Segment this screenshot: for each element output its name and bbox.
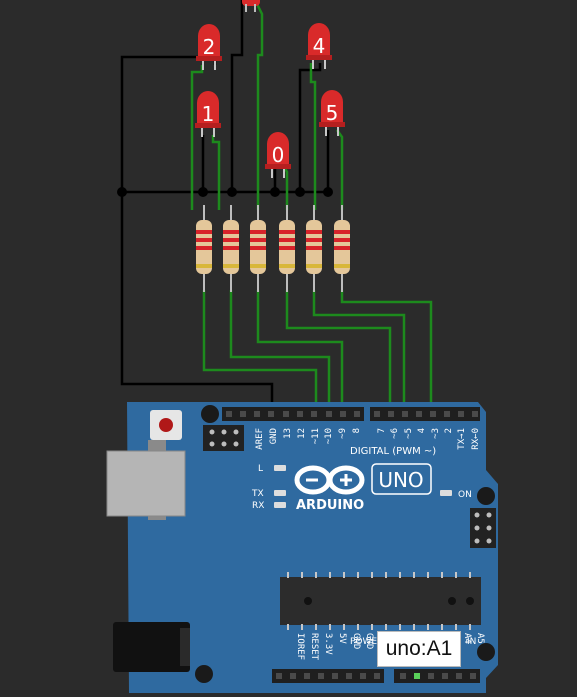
power-label: POWER [350, 637, 383, 647]
usb-connector [106, 440, 186, 520]
power-pin-label: GND [364, 633, 374, 649]
digital-pin-label: 7 [377, 428, 387, 433]
led-2[interactable]: 2 [196, 24, 222, 70]
resistor[interactable] [279, 205, 295, 292]
icsp-header-right [470, 508, 496, 548]
digital-pin-label: ~10 [324, 428, 334, 444]
led-tx-label: TX [251, 489, 264, 499]
mounting-hole [477, 487, 495, 505]
power-pin-label: IOREF [295, 633, 305, 660]
digital-pin-label: 2 [444, 428, 454, 433]
power-pin-label: GND [351, 633, 361, 649]
digital-pin-label: ~9 [338, 428, 348, 439]
arduino-logo: ARDUINO [294, 465, 365, 513]
led-rx-label: RX [252, 501, 264, 511]
digital-pin-label: 4 [417, 428, 427, 433]
resistor-to-arduino-wires [202, 290, 433, 413]
mounting-hole [201, 405, 219, 423]
in-label: IN [467, 637, 476, 647]
onboard-leds: L TX RX ON [251, 464, 472, 511]
digital-pin-label: ~6 [390, 428, 400, 439]
on-label: ON [458, 490, 472, 500]
digital-pin-label: AREF [255, 428, 265, 450]
digital-header-label: DIGITAL (PWM ~) [350, 446, 436, 457]
gnd-junctions [117, 187, 333, 197]
power-analog-header [272, 669, 480, 683]
power-pin-label: RESET [309, 633, 319, 661]
digital-pin-label: TX→1 [457, 428, 467, 450]
digital-header [222, 407, 480, 421]
digital-pin-label: ~11 [311, 428, 321, 444]
power-pin-label: A4 [462, 633, 472, 644]
mounting-hole [477, 643, 495, 661]
led-4[interactable]: 4 [306, 23, 332, 69]
power-pin-label: A5 [475, 633, 485, 644]
led-5[interactable]: 5 [319, 90, 345, 136]
resistor[interactable] [196, 205, 212, 292]
led-group: 2 4 1 5 0 [195, 0, 345, 178]
digital-pin-label: RX←0 [471, 428, 481, 450]
mounting-hole [195, 665, 213, 683]
led-label: 2 [203, 35, 216, 59]
led-partial-top[interactable] [242, 0, 260, 12]
digital-pin-label: GND [269, 428, 279, 444]
digital-pin-label: 13 [283, 428, 293, 439]
uno-badge: UNO [371, 463, 432, 495]
power-pin-label: 3.3V [323, 633, 333, 655]
power-pin-label: 5V [337, 633, 347, 644]
pin-tooltip: uno:A1 [377, 631, 461, 667]
model-label: UNO [378, 468, 423, 492]
led-label: 0 [272, 143, 285, 167]
digital-pin-label: ~3 [431, 428, 441, 439]
resistor[interactable] [250, 205, 266, 292]
led-label: 4 [313, 34, 326, 58]
digital-pin-label: 8 [352, 428, 362, 433]
atmega-chip [280, 572, 481, 630]
digital-pin-label: ~5 [404, 428, 414, 439]
digital-pin-label: 12 [297, 428, 307, 439]
power-jack [113, 622, 190, 672]
icsp-header-top [203, 425, 244, 451]
resistor[interactable] [334, 205, 350, 292]
reset-button[interactable] [150, 410, 182, 440]
resistor[interactable] [223, 205, 239, 292]
resistor-row [196, 205, 350, 292]
led-label: 5 [326, 101, 339, 125]
led-l-label: L [258, 464, 263, 474]
led-label: 1 [202, 102, 215, 126]
led-1[interactable]: 1 [195, 91, 221, 137]
brand-name: ARDUINO [296, 498, 364, 513]
led-0[interactable]: 0 [265, 132, 291, 178]
gnd-wires [120, 0, 330, 413]
resistor[interactable] [306, 205, 322, 292]
